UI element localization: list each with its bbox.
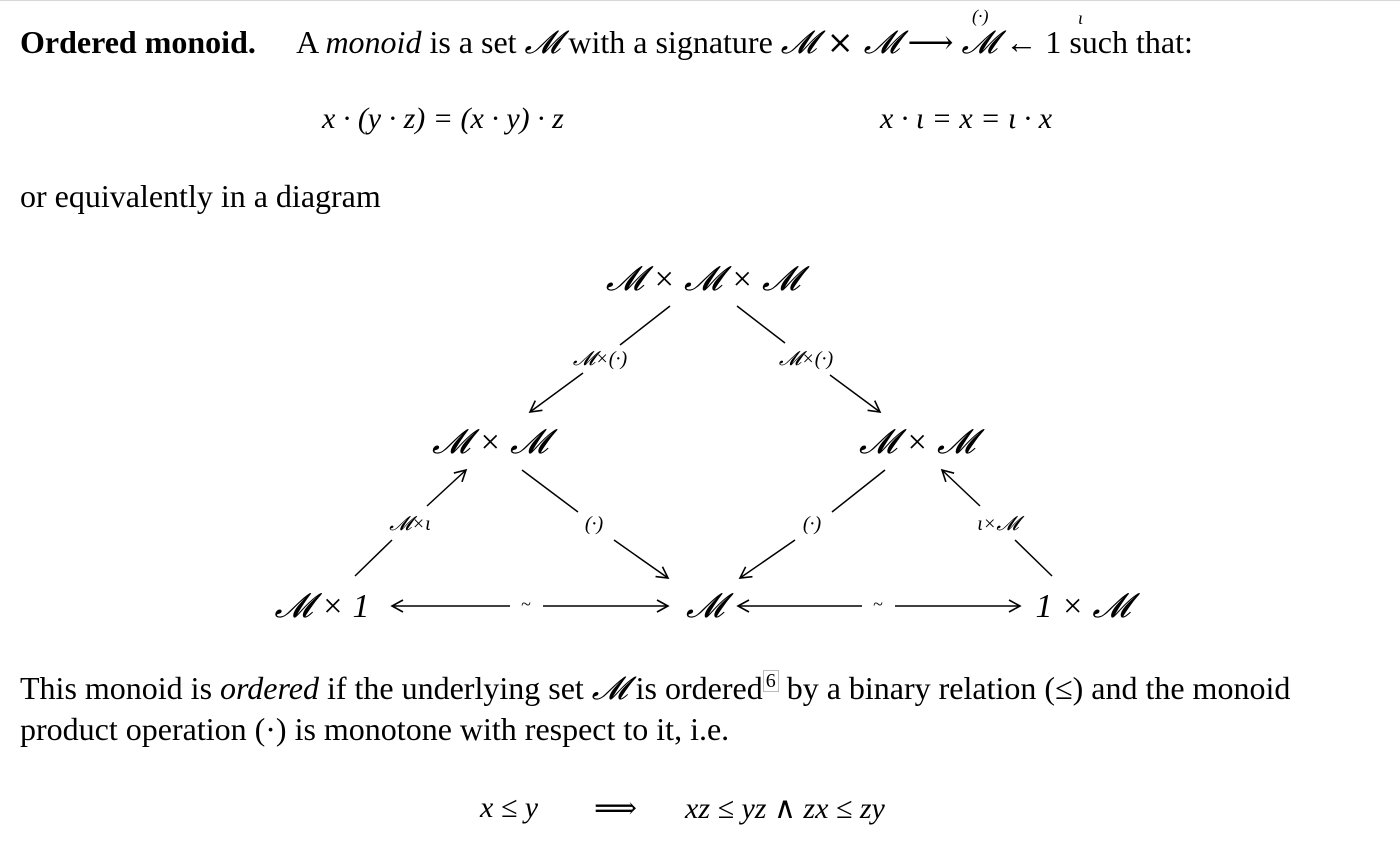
top-rule [0,0,1400,1]
signature-right: 1 such that: [1045,24,1193,60]
intro-text-a: A [296,24,318,60]
arrow-top-to-mid-right [736,305,882,413]
ordered-set-symbol: 𝓜 [591,669,628,707]
arrow-top-to-mid-left [528,305,671,413]
signature-mid: 𝓜 [961,23,998,61]
footnote-ref-6[interactable]: 6 [762,670,779,692]
label-iso-right: ~ [873,594,883,614]
ordered-text-d: by a binary relation (≤) and the monoid [786,670,1291,706]
node-bottom-center: 𝓜 [686,588,734,625]
label-right-up: ι×𝓜 [977,513,1025,535]
monotone-rhs: xz ≤ yz ∧ zx ≤ zy [685,792,885,825]
node-bottom-right: 1 × 𝓜 [1035,588,1140,625]
monotone-lhs: x ≤ y [480,791,539,824]
arrow-bottom-left-to-mid-left [354,468,468,577]
signature-operation-label: (·) [972,6,989,26]
arrow-mid-left-to-center [521,469,670,579]
ordered-line-1: This monoid is ordered if the underlying… [20,669,1291,707]
ordered-text-a: This monoid is [20,670,213,706]
monotone-implies: ⟹ [594,792,638,825]
node-bottom-left: 𝓜 × 1 [274,588,369,625]
label-iso-left: ~ [521,594,531,614]
node-mid-right: 𝓜 × 𝓜 [859,424,985,461]
associativity-law: x · (y · z) = (x · y) · z [322,102,564,135]
ordered-term: ordered [220,670,319,706]
signature-unit-label: ι [1078,8,1084,28]
label-left-up: 𝓜×ι [389,513,430,535]
ordered-text-c: is ordered [635,670,763,706]
arrow-bottom-right-to-mid-right [940,468,1053,577]
label-left-down: (·) [585,513,604,535]
signature-arrow-back: ← [1005,24,1038,60]
label-right-down: (·) [803,513,822,535]
section-heading: Ordered monoid. [20,24,256,60]
unit-law: x · ι = x = ι · x [880,102,1053,135]
signature-left: 𝓜 × 𝓜 [780,23,900,61]
definition-paragraph: Ordered monoid. A monoid is a set 𝓜 with… [20,26,1193,58]
intro-term: monoid [325,24,422,60]
label-top-right: 𝓜×(·) [779,348,834,370]
node-mid-left: 𝓜 × 𝓜 [432,424,558,461]
intro-text-c: with a signature [568,24,773,60]
equivalence-text: or equivalently in a diagram [20,178,381,214]
label-top-left: 𝓜×(·) [573,348,628,370]
intro-text-b: is a set [429,24,517,60]
intro-set-symbol: 𝓜 [524,23,561,61]
ordered-text-b: if the underlying set [326,670,584,706]
signature-arrow: ⟶ [907,24,954,60]
node-top: 𝓜 × 𝓜 × 𝓜 [606,261,810,298]
arrow-mid-right-to-center [738,469,886,579]
ordered-line-2: product operation (·) is monotone with r… [20,711,730,747]
